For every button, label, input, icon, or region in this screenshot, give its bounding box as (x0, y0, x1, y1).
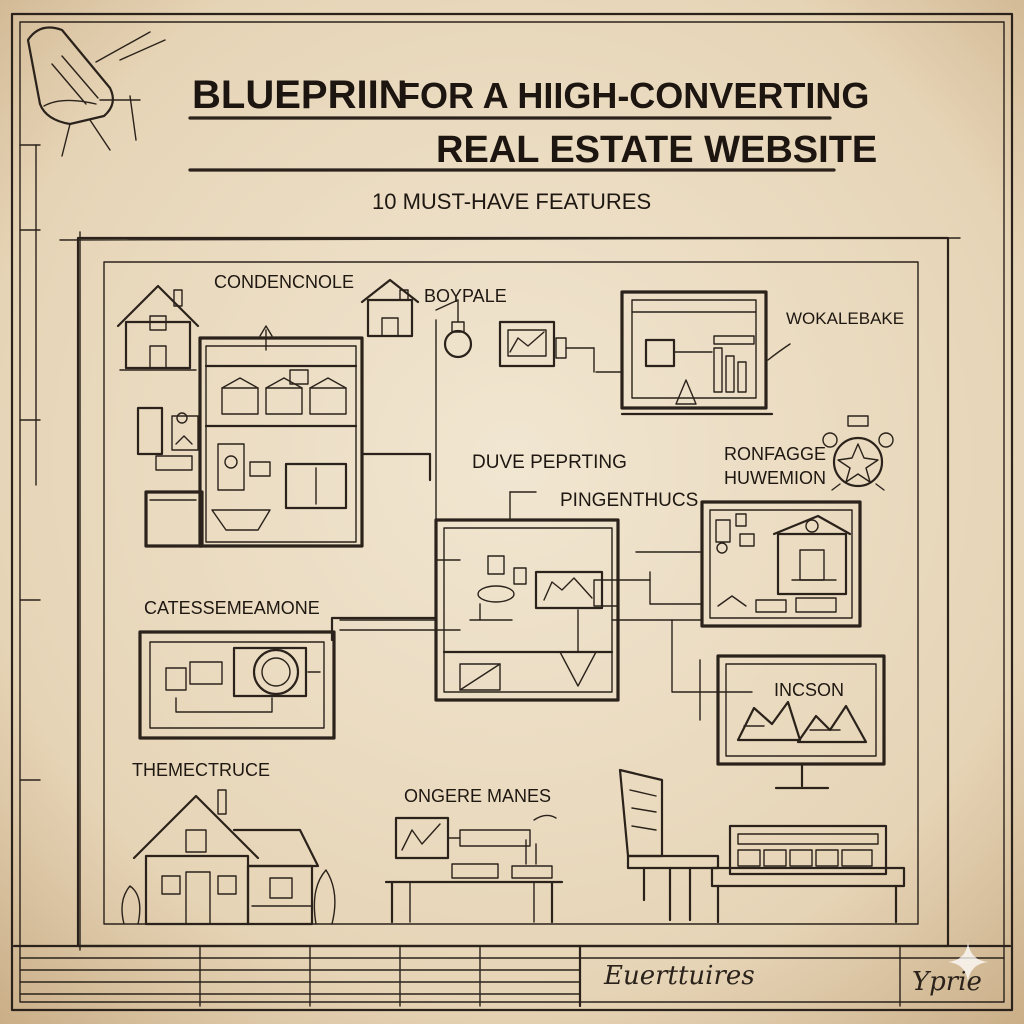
chair-icon (618, 768, 720, 922)
subtitle: 10 MUST-HAVE FEATURES (372, 189, 651, 214)
floor-plan-left (198, 325, 364, 548)
feature-labels: CONDENCNOLE BOYPALE WOKALEBAKE DUVE PEPR… (132, 272, 904, 806)
property-listing-monitor (716, 654, 886, 790)
outer-frame (10, 12, 1014, 1012)
label-right-middle-1: RONFAGGE (724, 444, 826, 464)
label-center-top: DUVE PEPRTING (472, 452, 627, 473)
console-desk-icon (710, 824, 906, 924)
left-annex-room (144, 490, 204, 548)
monitor-dashboard-icon (595, 290, 774, 416)
signature-left: Euerttuires (603, 961, 755, 991)
interior-panel (700, 500, 862, 628)
signature-right: Yprie (912, 967, 982, 997)
quill-sketch-icon (26, 26, 166, 157)
compass-badge-icon (822, 415, 894, 491)
small-house-icon (360, 278, 420, 338)
desk-workspace-icon (384, 814, 564, 924)
lightbulb-icon (435, 299, 473, 359)
house-icon (116, 284, 200, 371)
label-right-lower: INCSON (774, 680, 844, 700)
title-block: BLUEPRIIN FOR A HIIGH-CONVERTING REAL ES… (188, 73, 877, 214)
laptop-icon (498, 320, 595, 373)
title-line1: FOR A HIIGH-CONVERTING (398, 75, 869, 116)
smart-device-icons (136, 406, 199, 471)
label-top-left: CONDENCNOLE (214, 272, 354, 292)
appliance-panel (138, 630, 336, 740)
floor-plan-center (434, 518, 651, 702)
title-line2: REAL ESTATE WEBSITE (436, 129, 877, 171)
label-left-middle: CATESSEMEAMONE (144, 598, 320, 618)
label-bottom-center: ONGERE MANES (404, 786, 551, 806)
arrow-icon (767, 343, 791, 361)
label-bottom-left: THEMECTRUCE (132, 760, 270, 780)
title-word: BLUEPRIIN (192, 73, 408, 117)
sparkle-icon (948, 942, 988, 982)
family-house-icon (121, 789, 336, 926)
label-top-center: BOYPALE (424, 286, 507, 306)
label-right-middle-2: HUWEMION (724, 468, 826, 488)
label-center-sub: PINGENTHUCS (560, 490, 698, 511)
label-top-right: WOKALEBAKE (786, 309, 904, 328)
